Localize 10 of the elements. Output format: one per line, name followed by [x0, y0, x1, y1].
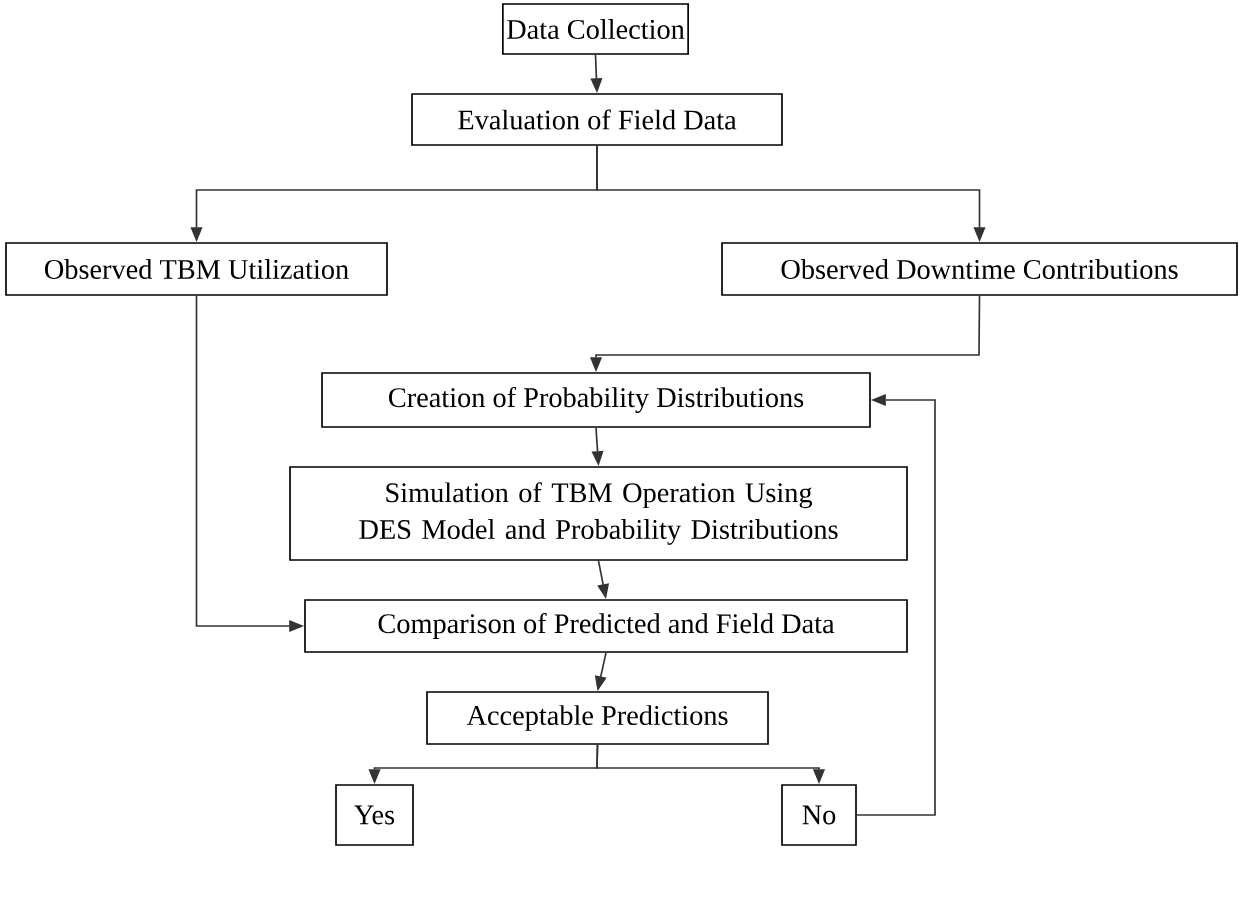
process-box: Simulation of TBM Operation Using DES Model and Probability Distributions — [289, 466, 908, 561]
process-box: Acceptable Predictions — [426, 691, 769, 745]
process-box: Creation of Probability Distributions — [321, 372, 871, 428]
process-box: Data Collection — [502, 3, 689, 55]
process-box: Yes — [335, 784, 414, 846]
process-box: Observed Downtime Contributions — [721, 242, 1238, 296]
process-box: Observed TBM Utilization — [5, 242, 388, 296]
process-box: Comparison of Predicted and Field Data — [304, 599, 908, 653]
process-box: No — [781, 784, 857, 846]
process-box: Evaluation of Field Data — [411, 93, 783, 146]
